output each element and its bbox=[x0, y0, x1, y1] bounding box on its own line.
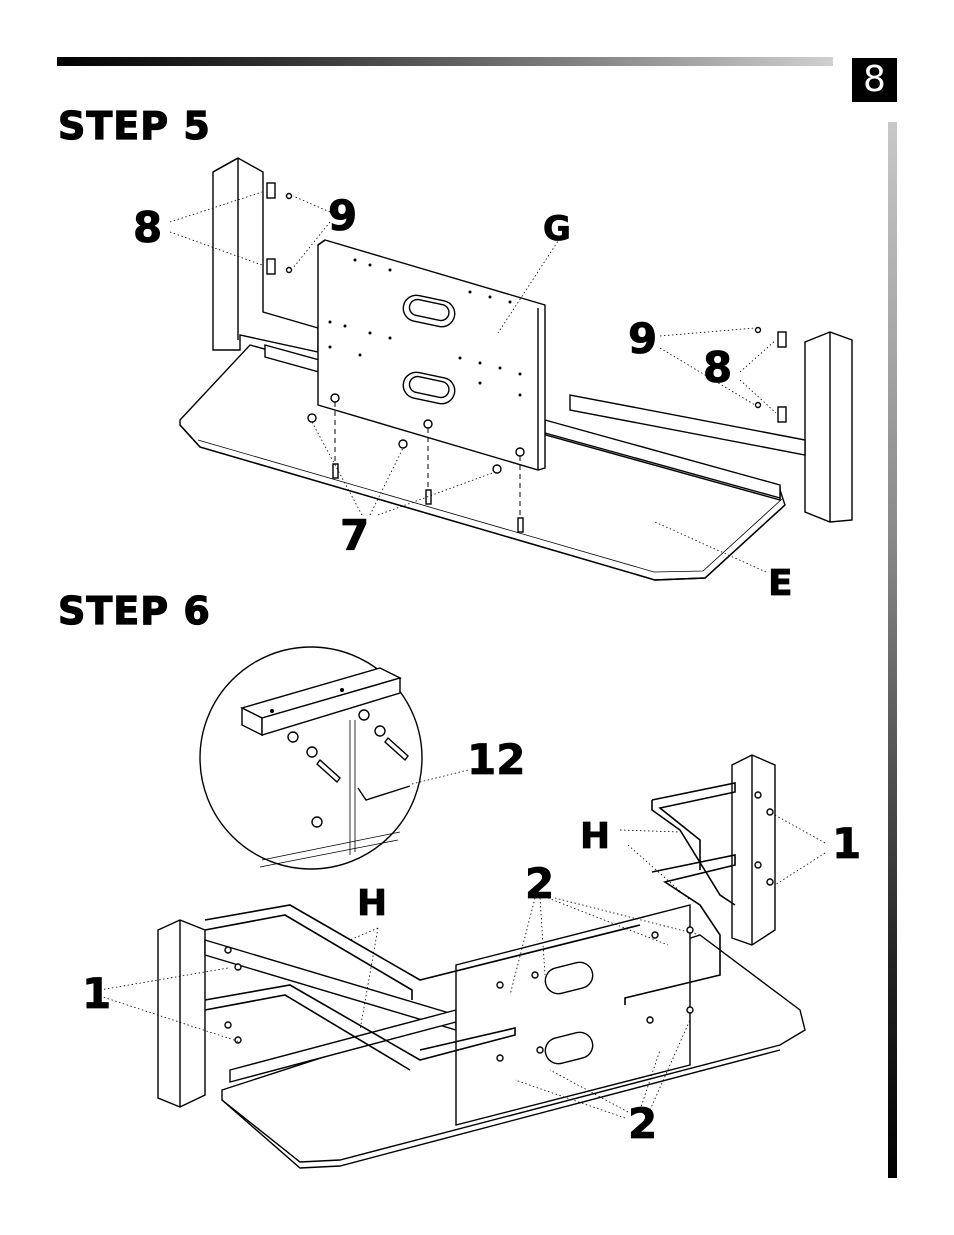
step6-right-upright bbox=[732, 755, 775, 945]
callout-2-screw-top: 2 bbox=[525, 859, 554, 908]
callout-h-frame-right: H bbox=[580, 816, 610, 857]
callout-h-frame-left: H bbox=[357, 883, 387, 924]
step6-left-upright bbox=[158, 920, 205, 1107]
callout-1-bolt-right: 1 bbox=[832, 819, 861, 868]
callout-12-hex-key: 12 bbox=[467, 735, 525, 784]
callout-1-bolt-left: 1 bbox=[82, 969, 111, 1018]
detail-magnified-view bbox=[200, 647, 422, 869]
callout-2-screw-bottom: 2 bbox=[628, 1099, 657, 1148]
